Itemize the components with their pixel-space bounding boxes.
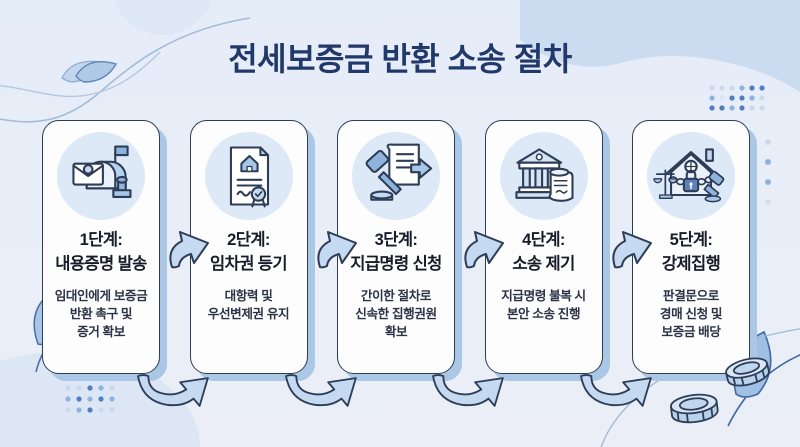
arrow-right-icon — [169, 231, 209, 269]
certificate-icon — [204, 132, 293, 220]
curved-arrow-icon — [579, 374, 652, 407]
step-title: 1단계: 내용증명 발송 — [55, 231, 147, 273]
step-title: 2단계: 임차권 등기 — [210, 231, 287, 273]
steps-row: 1단계: 내용증명 발송 임대인에게 보증금 반환 촉구 및 증거 확보 — [42, 120, 750, 374]
curved-arrow-icon — [432, 374, 504, 407]
house-lock-icon — [647, 132, 735, 220]
curved-arrow-icon — [137, 374, 209, 407]
gavel-document-icon — [352, 132, 440, 220]
step-card-2: 2단계: 임차권 등기 대항력 및 우선변제권 유지 — [189, 120, 308, 374]
curved-arrow-icon — [284, 374, 357, 407]
arrow-right-icon — [316, 231, 357, 269]
step-description: 판결문으로 경매 신청 및 보증금 배당 — [659, 288, 723, 340]
dot-column-right — [765, 139, 771, 205]
mailbox-icon — [57, 132, 145, 220]
dot-grid-top-right — [709, 85, 765, 111]
page-title: 전세보증금 반환 소송 절차 — [228, 41, 572, 77]
arrow-right-icon — [611, 231, 652, 269]
step-title: 5단계: 강제집행 — [661, 231, 721, 273]
step-title: 4단계: 소송 제기 — [512, 231, 575, 273]
dot-grid-bottom-left — [65, 385, 115, 413]
step-title: 3단계: 지급명령 신청 — [350, 231, 442, 273]
step-description: 지급명령 불복 시 본안 소송 진행 — [501, 288, 586, 322]
step-card-3: 3단계: 지급명령 신청 간이한 절차로 신속한 집행권원 확보 — [337, 120, 455, 374]
arrow-right-icon — [464, 231, 504, 269]
circle-blob — [113, 0, 213, 35]
step-card-4: 4단계: 소송 제기 지급명령 불복 시 본안 소송 진행 — [484, 120, 603, 374]
step-description: 간이한 절차로 신속한 집행권원 확보 — [355, 288, 437, 340]
step-card-1: 1단계: 내용증명 발송 임대인에게 보증금 반환 촉구 및 증거 확보 — [42, 120, 160, 374]
step-description: 대항력 및 우선변제권 유지 — [207, 288, 290, 322]
step-description: 임대인에게 보증금 반환 촉구 및 증거 확보 — [54, 288, 148, 340]
courthouse-icon — [499, 132, 588, 220]
